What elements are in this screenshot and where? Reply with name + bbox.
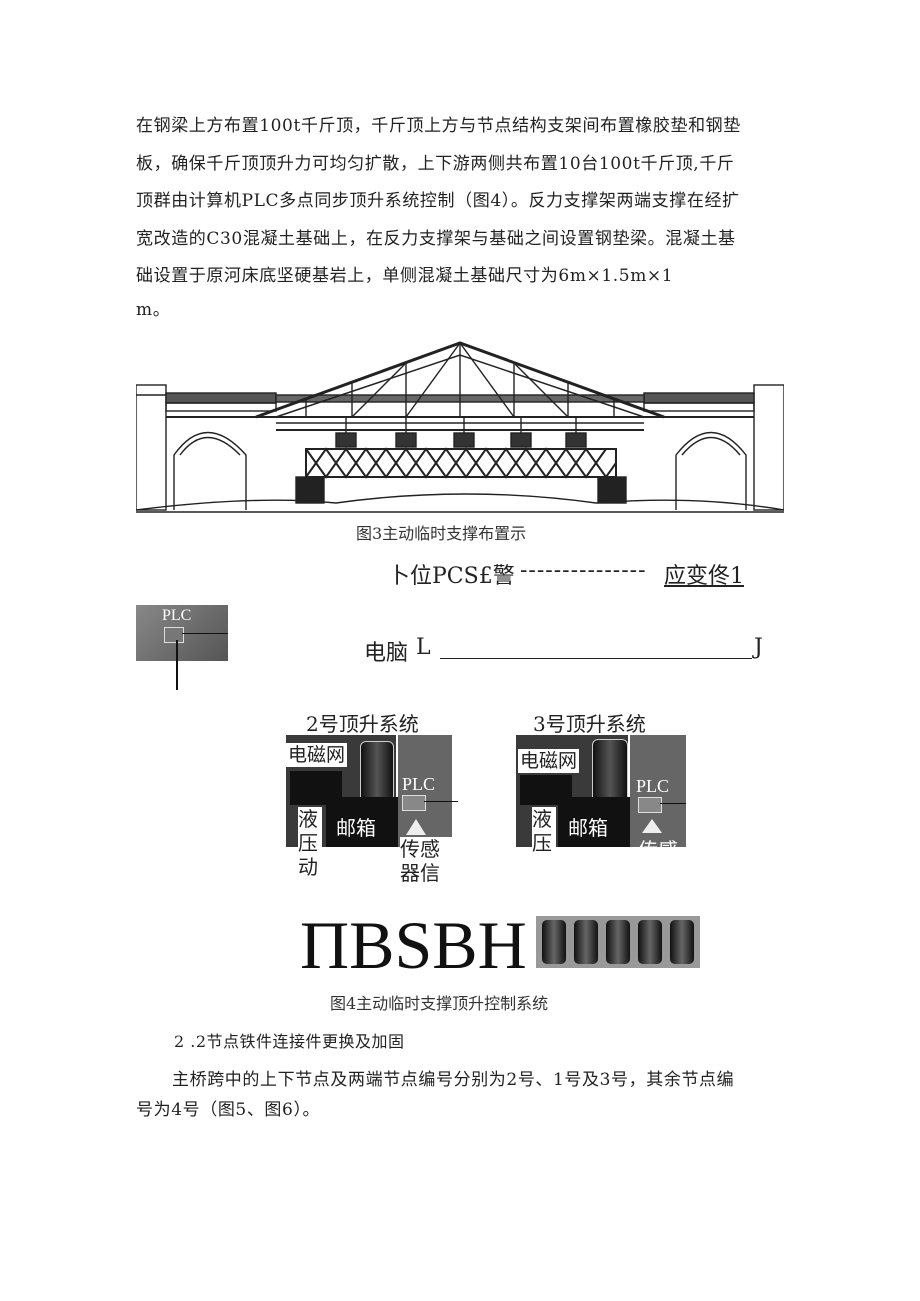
plc-cable (176, 640, 178, 690)
paragraph-line: 顶群由计算机PLC多点同步顶升系统控制（图4）。反力支撑架两端支撑在经扩 (136, 191, 740, 211)
plc-module-icon (402, 795, 426, 811)
paragraph-line: 础设置于原河床底坚硬基岩上，单侧混凝土基础尺寸为6m×1.5m×1 (136, 266, 674, 286)
tank-label: 邮箱 (568, 816, 608, 840)
jack-icon (606, 920, 630, 964)
valve-label: 电磁网 (518, 749, 580, 773)
section-paragraph: 主桥跨中的上下节点及两端节点编号分别为2号、1号及3号，其余节点编 号为4号（图… (136, 1062, 786, 1129)
body-paragraph-1: 在钢梁上方布置100t千斤顶，千斤顶上方与节点结构支架间布置橡胶垫和钢垫 板，确… (136, 108, 786, 324)
system-2-panel: 电磁网 液压动 邮箱 PLC 传感器信 (286, 735, 458, 885)
connector-line (424, 801, 458, 802)
jack-icon (638, 920, 662, 964)
paragraph-line: m。 (136, 299, 171, 320)
computer-label: 电脑 (364, 641, 409, 666)
cylinder-icon (360, 741, 394, 807)
computer-line (440, 658, 752, 659)
jack-icon (670, 920, 694, 964)
cylinder-icon (592, 739, 628, 807)
hydraulic-label: 液压动 (298, 807, 322, 879)
plc-label-3: PLC (636, 776, 670, 796)
jack-strip (536, 916, 700, 968)
computer-left-bracket: L (416, 635, 431, 660)
big-garbled-text: ΠBSBH (300, 907, 527, 983)
plc-module-icon (164, 627, 184, 643)
tank-label: 邮箱 (336, 816, 376, 840)
paragraph-line: 板，确保千斤顶顶升力可均匀扩散，上下游两侧共布置10台100t千斤顶,千斤 (136, 153, 735, 174)
connector-line (660, 803, 686, 804)
section-heading: 2 .2节点铁件连接件更换及加固 (174, 1032, 405, 1051)
jack-icon (574, 920, 598, 964)
paragraph-line: 宽改造的C30混凝土基础上，在反力支撑架与基础之间设置钢垫梁。混凝土基 (136, 228, 736, 249)
paragraph-line: 号为4号（图5、图6）。 (136, 1099, 321, 1120)
hydraulic-label: 液压 (532, 807, 556, 855)
plc-label-2: PLC (402, 774, 436, 794)
plc-label: PLC (162, 607, 192, 624)
paragraph-line: 主桥跨中的上下节点及两端节点编号分别为2号、1号及3号，其余节点编 (172, 1070, 735, 1090)
sensor-label: 传感 (638, 838, 678, 862)
arrow-up-icon (406, 819, 426, 835)
tank-block (558, 797, 630, 847)
system-3-title: 3号顶升系统 (533, 712, 646, 736)
arrow-up-icon (642, 819, 662, 833)
plc-module-icon (638, 797, 662, 813)
computer-right-bracket: J (754, 635, 763, 660)
dash-line: --------------- (520, 558, 647, 583)
strain-label: 应变佟1 (664, 564, 744, 589)
system-2-title: 2号顶升系统 (306, 712, 419, 736)
upper-pcs-label: 卜位PCS£警 (388, 564, 515, 589)
figure-3-caption: 图3主动临时支撑布置示 (356, 524, 527, 543)
paragraph-line: 在钢梁上方布置100t千斤顶，千斤顶上方与节点结构支架间布置橡胶垫和钢垫 (136, 116, 741, 136)
system-3-panel: 电磁网 液压 邮箱 PLC 传感 (516, 735, 686, 861)
figure-4-caption: 图4主动临时支撑顶升控制系统 (330, 994, 549, 1013)
tank-block (326, 797, 398, 847)
valve-label: 电磁网 (286, 743, 348, 767)
bridge-support-drawing (136, 341, 784, 513)
sensor-label: 传感器信 (400, 837, 452, 885)
plc-main-box: PLC (136, 605, 228, 661)
connector-line (182, 633, 228, 634)
jack-icon (542, 920, 566, 964)
